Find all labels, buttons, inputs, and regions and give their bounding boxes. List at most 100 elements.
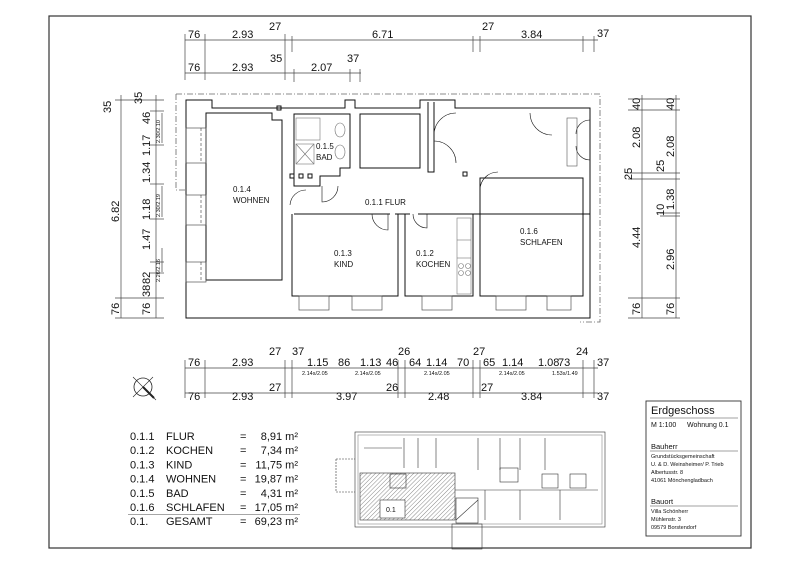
window-note: 2.30/2.19 <box>156 194 162 217</box>
floor-plan <box>175 93 601 323</box>
area-table-equals: = <box>240 431 246 443</box>
dim-label: 2.93 <box>232 391 253 403</box>
window-note: 2.14s/2.05 <box>499 371 525 377</box>
dim-label: 37 <box>292 346 304 358</box>
area-table-id: 0.1. <box>130 516 148 528</box>
room-id-kind: 0.1.3 <box>334 249 352 258</box>
dim-label: 2.96 <box>665 249 677 270</box>
room-id-bad: 0.1.5 <box>316 142 334 151</box>
room-name-kind: KIND <box>334 260 353 269</box>
dim-label: 35 <box>133 92 145 104</box>
area-table-equals: = <box>240 488 246 500</box>
room-id-schlafen: 0.1.6 <box>520 227 538 236</box>
area-table-area: 8,91 m² <box>261 431 299 443</box>
outer-wall <box>185 99 591 319</box>
window-note: 2.14s/2.05 <box>355 371 381 377</box>
bauherr-line: U. & D. Weinsheimer/ P. Trieb <box>651 462 724 468</box>
dim-label: 40 <box>665 98 677 110</box>
dim-label: 1.14 <box>426 357 447 369</box>
room-name-schlafen: SCHLAFEN <box>520 238 563 247</box>
title-floor: Erdgeschoss <box>651 405 715 417</box>
dim-label: 1.38 <box>665 189 677 210</box>
dim-label: 86 <box>338 357 350 369</box>
bauort-line: 09579 Borstendorf <box>651 525 697 531</box>
keyplan-unit-label: 0.1 <box>386 507 396 514</box>
bauherr-line: 41061 Mönchengladbach <box>651 478 713 484</box>
dim-label: 1.14 <box>502 357 523 369</box>
area-table-area: 69,23 m² <box>255 516 299 528</box>
dim-label: 65 <box>483 357 495 369</box>
dim-label: 2.07 <box>311 62 332 74</box>
area-table-name: KOCHEN <box>166 445 213 457</box>
dim-label: 1.34 <box>141 162 153 183</box>
area-table-name: FLUR <box>166 431 195 443</box>
dim-label: 1.15 <box>307 357 328 369</box>
room-id-wohnen: 0.1.4 <box>233 185 251 194</box>
dim-label: 35 <box>102 101 114 113</box>
title-block: Erdgeschoss M 1:100 Wohnung 0.1 Bauherr … <box>645 400 742 537</box>
area-table-id: 0.1.6 <box>130 502 154 514</box>
dim-label: 27 <box>269 346 281 358</box>
dimension-bottom-labels: 76 2.93 27 37 1.15 86 1.13 46 26 64 1.14… <box>188 346 609 403</box>
dim-label: 76 <box>188 29 200 41</box>
dimension-top-labels: 76 2.93 27 6.71 27 3.84 37 76 2.93 35 2.… <box>188 21 609 74</box>
area-table-total: 0.1. GESAMT 69,23 m² = <box>130 516 298 528</box>
dim-label: 1.08 <box>538 357 559 369</box>
room-labels: 0.1.4 WOHNEN 0.1.5 BAD 0.1.1 FLUR 0.1.3 … <box>233 142 563 269</box>
room-name-flur: 0.1.1 FLUR <box>365 198 406 207</box>
dim-label: 1.13 <box>360 357 381 369</box>
area-table-id: 0.1.2 <box>130 445 154 457</box>
dim-label: 76 <box>665 303 677 315</box>
dim-label: 46 <box>141 112 153 124</box>
dim-label: 2.93 <box>232 357 253 369</box>
keyplan-unit-highlight <box>359 472 456 521</box>
dimension-left <box>115 95 164 319</box>
dim-label: 64 <box>409 357 421 369</box>
dim-label: 26 <box>398 346 410 358</box>
dim-label: 76 <box>188 357 200 369</box>
dim-label: 3.84 <box>521 29 542 41</box>
dim-label: 3.84 <box>521 391 542 403</box>
dim-label: 2.93 <box>232 29 253 41</box>
bauort-line: Villa Schönherr <box>651 509 688 515</box>
dim-label: 27 <box>269 21 281 33</box>
area-table-area: 17,05 m² <box>255 502 299 514</box>
window-note: 2.30/2.10 <box>156 120 162 143</box>
area-table-equals: = <box>240 459 246 471</box>
dim-label: 40 <box>631 98 643 110</box>
dim-label: 82 <box>141 272 153 284</box>
bauort-label: Bauort <box>651 497 674 506</box>
area-table-name: GESAMT <box>166 516 213 528</box>
room-name-wohnen: WOHNEN <box>233 196 270 205</box>
bauherr-line: Grundstücksgemeinschaft <box>651 454 715 460</box>
dim-label: 25 <box>655 160 667 172</box>
bauherr-line: Albertusstr. 8 <box>651 470 683 476</box>
area-table-area: 4,31 m² <box>261 488 299 500</box>
dim-label: 37 <box>597 28 609 40</box>
dim-label: 37 <box>597 391 609 403</box>
dim-label: 35 <box>270 53 282 65</box>
room-id-kochen: 0.1.2 <box>416 249 434 258</box>
dim-label: 37 <box>347 53 359 65</box>
bauort-line: Mühlenstr. 3 <box>651 517 681 523</box>
area-table-equals: = <box>240 516 246 528</box>
dim-label: 25 <box>623 168 635 180</box>
dim-label: 27 <box>482 21 494 33</box>
dim-label: 37 <box>597 357 609 369</box>
area-table-name: WOHNEN <box>166 474 216 486</box>
dim-label: 2.93 <box>232 62 253 74</box>
window-note: 1.53s/1.49 <box>552 371 578 377</box>
dimension-right <box>628 95 680 319</box>
area-table-equals: = <box>240 502 246 514</box>
area-table-equals: = <box>240 445 246 457</box>
title-scale: M 1:100 <box>651 422 676 429</box>
area-table-name: BAD <box>166 488 189 500</box>
dimension-left-labels: 35 6.82 76 35 46 1.17 1.34 1.18 1.47 38 … <box>102 92 162 315</box>
dim-label: 1.18 <box>141 199 153 220</box>
dimension-top <box>184 34 598 82</box>
